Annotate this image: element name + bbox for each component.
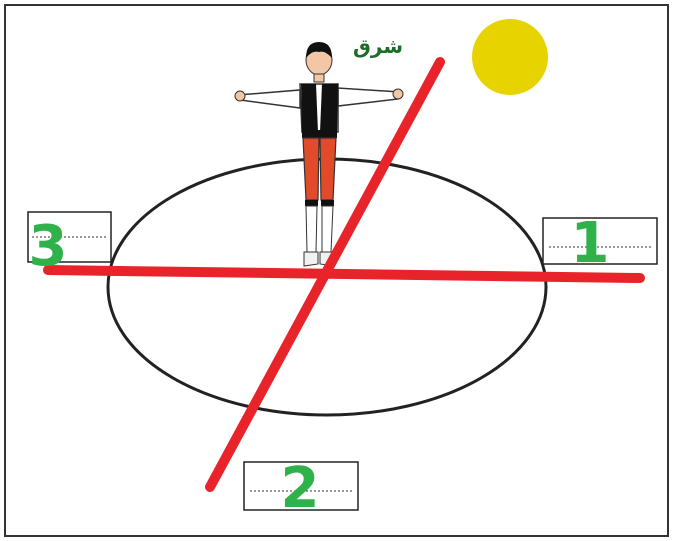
- direction-number-1: 1: [571, 211, 610, 276]
- direction-number-3: 3: [29, 214, 68, 279]
- sun-icon: [472, 19, 548, 95]
- person-figure: [235, 42, 403, 266]
- direction-number-2: 2: [281, 456, 320, 521]
- east-label: شرق: [353, 34, 403, 58]
- horizontal-axis: [48, 270, 640, 278]
